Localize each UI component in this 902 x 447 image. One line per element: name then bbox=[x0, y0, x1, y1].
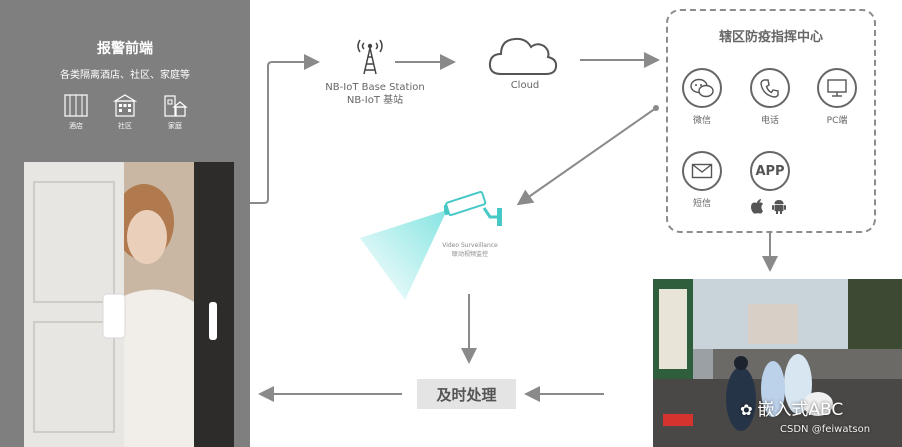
building-label: 酒店 bbox=[69, 122, 83, 130]
epidemic-staff-photo bbox=[653, 279, 902, 447]
channel-label-sms: 短信 bbox=[692, 199, 711, 209]
camera-beam bbox=[360, 210, 447, 300]
building-label: 家庭 bbox=[168, 122, 182, 130]
apple-icon bbox=[751, 199, 763, 214]
surveillance-label: Video Surveillance 联动视频监控 bbox=[420, 241, 520, 259]
building-home: 家庭 bbox=[160, 93, 190, 131]
channel-label-wechat: 微信 bbox=[692, 116, 711, 126]
watermark-credit: CSDN @feiwatson bbox=[780, 424, 871, 435]
arrow-door-to-station bbox=[250, 54, 320, 204]
envelope-icon bbox=[682, 151, 722, 191]
alarm-frontend-title: 报警前端 bbox=[97, 41, 153, 57]
watermark-brand: ✿ 嵌入式ABC bbox=[740, 395, 843, 420]
building-label: 社区 bbox=[118, 122, 132, 130]
door-sensor-photo bbox=[24, 162, 234, 447]
cloud-label: Cloud bbox=[510, 80, 540, 91]
surveillance-label-cn: 联动视频监控 bbox=[451, 251, 488, 258]
alarm-frontend-subtitle: 各类隔离酒店、社区、家庭等 bbox=[60, 70, 190, 81]
camera-icon bbox=[444, 190, 502, 226]
arrow-center-to-camera bbox=[516, 107, 657, 206]
wechat-icon bbox=[682, 68, 722, 108]
monitor-icon bbox=[817, 68, 857, 108]
channel-label-pc: PC端 bbox=[826, 116, 848, 126]
building-hotel: 酒店 bbox=[61, 93, 91, 131]
antenna-tower-icon bbox=[357, 39, 383, 75]
watermark-brand-text: 嵌入式ABC bbox=[757, 400, 844, 420]
wechat-logo-icon: ✿ bbox=[740, 401, 758, 419]
surveillance-label-en: Video Surveillance bbox=[442, 242, 498, 249]
home-icon bbox=[164, 95, 188, 117]
channel-label-phone: 电话 bbox=[760, 116, 779, 126]
base-station-label-cn: NB-IoT 基站 bbox=[346, 95, 404, 106]
android-icon bbox=[772, 200, 786, 214]
phone-icon bbox=[750, 68, 790, 108]
hotel-icon bbox=[64, 94, 88, 117]
app-icon: APP bbox=[750, 151, 790, 191]
building-community: 社区 bbox=[110, 93, 140, 131]
command-center-box bbox=[666, 9, 876, 233]
base-station-label-en: NB-IoT Base Station bbox=[325, 82, 425, 93]
command-center-title: 辖区防疫指挥中心 bbox=[718, 30, 823, 45]
cloud-icon bbox=[488, 37, 558, 75]
community-icon bbox=[112, 94, 138, 117]
base-station-label: NB-IoT Base Station NB-IoT 基站 bbox=[300, 81, 450, 107]
handle-box: 及时处理 bbox=[417, 379, 516, 409]
